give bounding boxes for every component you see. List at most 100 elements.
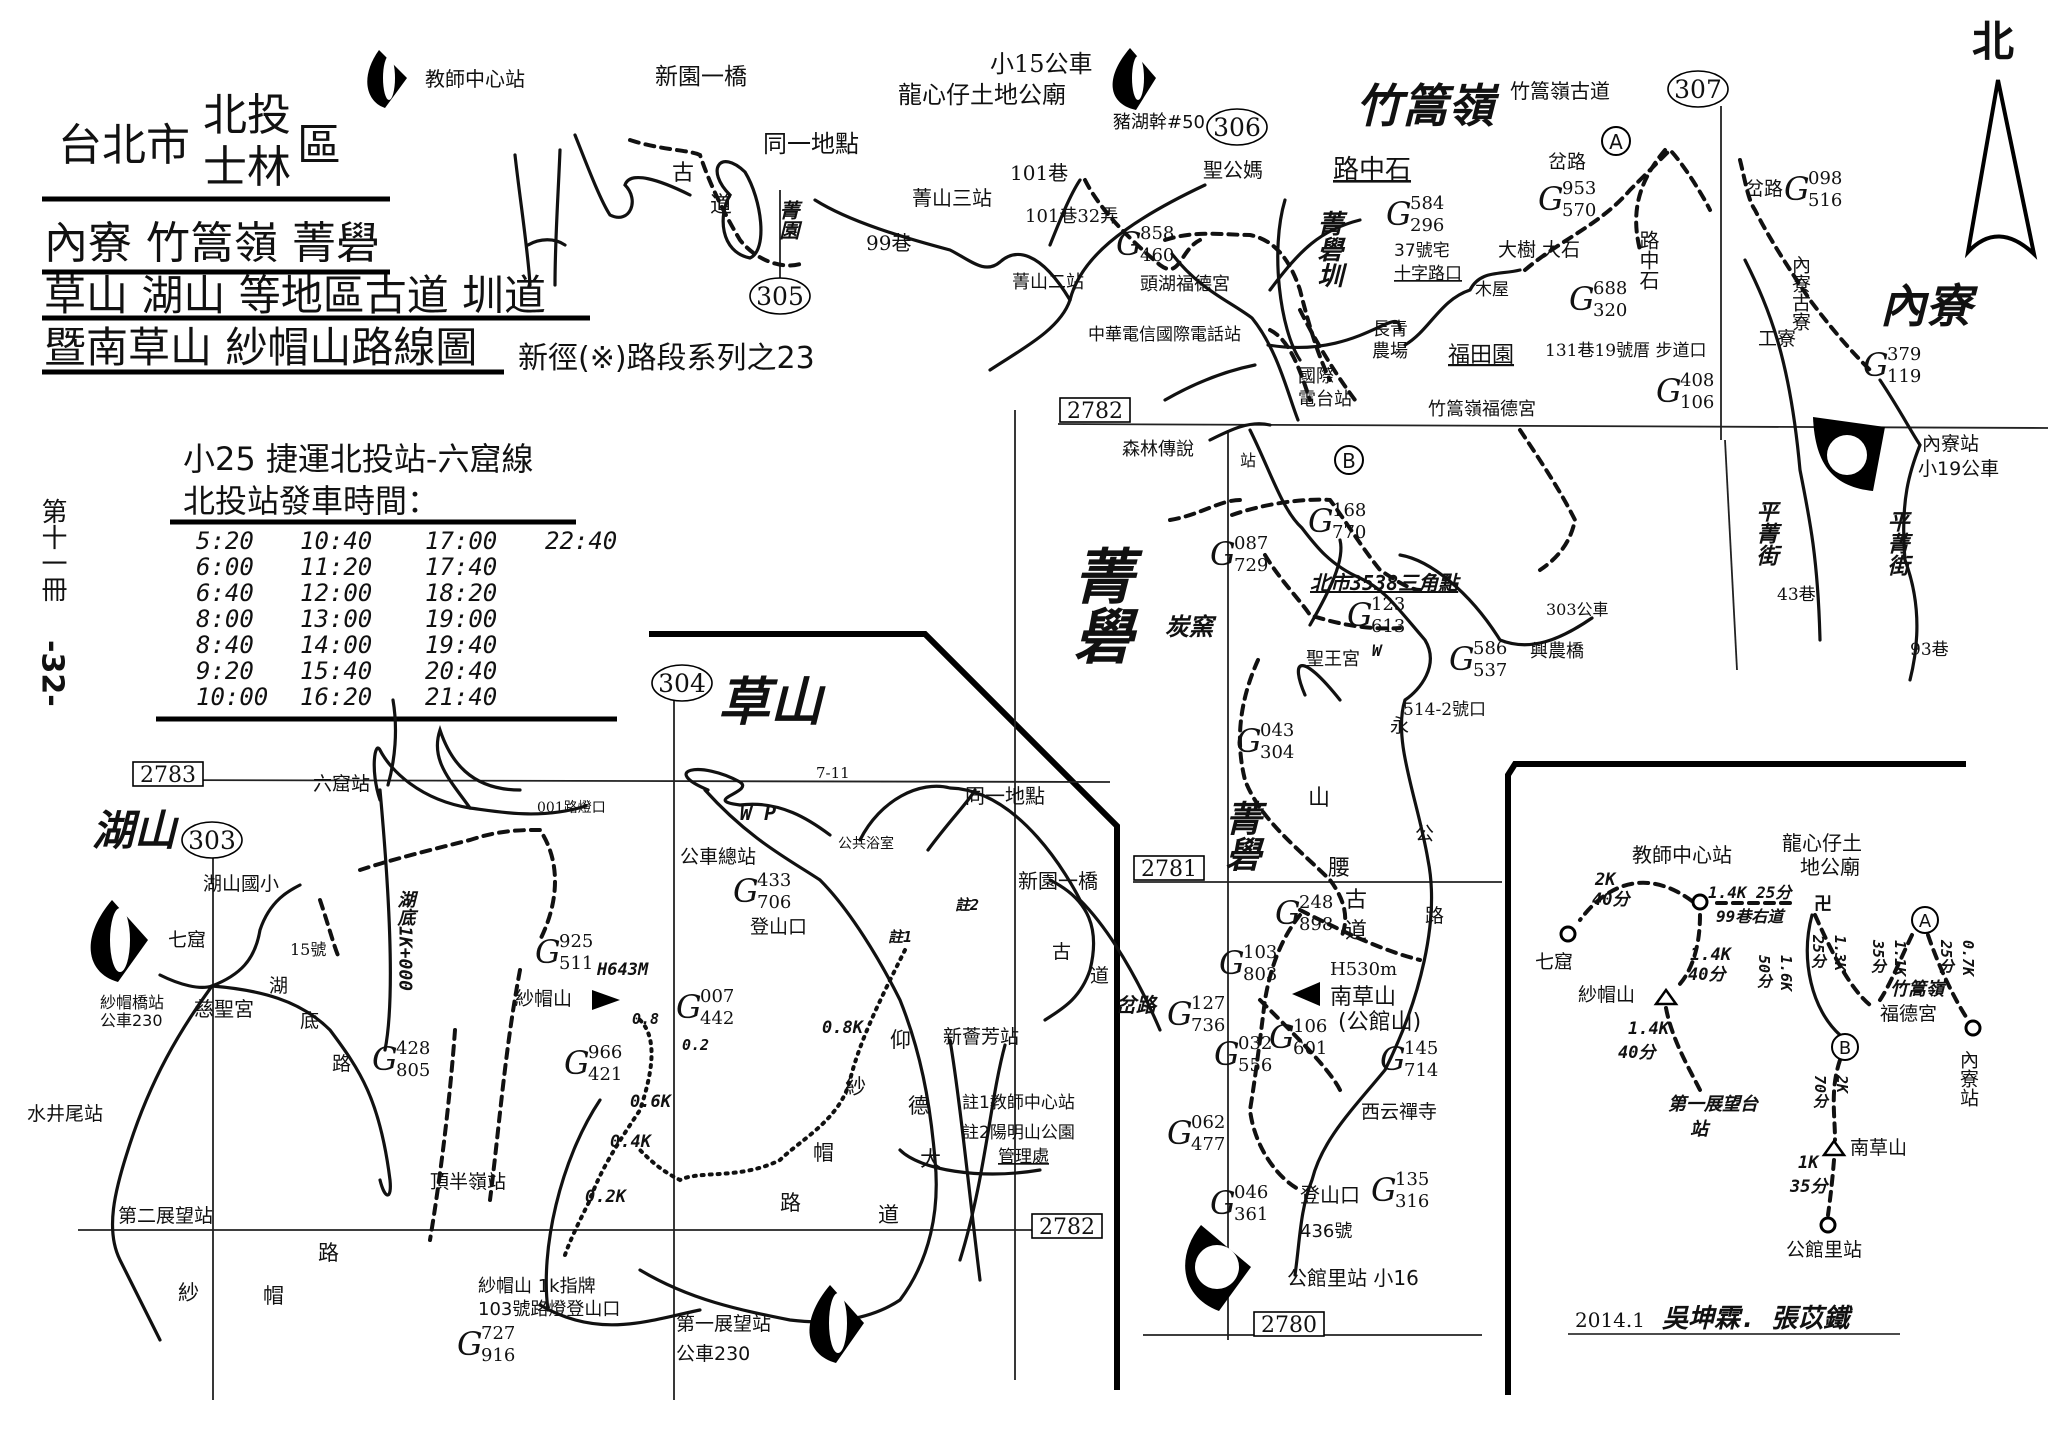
- peak-shamaoshan-icon: [592, 990, 620, 1010]
- route-number-badge: [1667, 70, 1729, 108]
- map-label-jingque-2: 菁礐: [1220, 800, 1261, 872]
- map-label-mao-1: 帽: [263, 1284, 284, 1308]
- map-label-lane43: 43巷: [1777, 585, 1816, 605]
- map-label-hudi-trail: 湖底1K+000: [395, 890, 417, 991]
- gps-north-value: 046: [1234, 1182, 1268, 1203]
- summary-label-gongguanli: 公館里站: [1786, 1239, 1862, 1261]
- map-label-note2b: 管理處: [998, 1147, 1049, 1167]
- map-label-lane99: 99巷: [866, 231, 911, 255]
- map-label-muwu: 木屋: [1475, 280, 1509, 300]
- map-label-jingque: 菁礐: [1063, 545, 1133, 665]
- gps-east-value: 320: [1593, 300, 1627, 321]
- north-label: 北: [1972, 17, 2014, 66]
- map-label-tanyao: 炭窯: [1165, 613, 1217, 641]
- map-label-zhu1: 註1: [888, 928, 912, 946]
- gps-g-icon: G: [1236, 722, 1262, 760]
- map-label-gong: 公: [1415, 823, 1434, 845]
- departure-time: 19:00: [425, 605, 497, 633]
- summary-marker-a-label: A: [1919, 911, 1932, 932]
- map-label-d06k: 0.6K: [630, 1092, 673, 1112]
- map-label-bus15: 小15公車: [990, 50, 1093, 78]
- map-label-zhuhuangling: 竹篙嶺: [1356, 79, 1500, 133]
- map-label-lu-3: 路: [318, 1241, 339, 1265]
- waypoint-marker-b: [1334, 445, 1364, 475]
- grid-number-box: [132, 761, 204, 787]
- gps-north-value: 858: [1140, 223, 1174, 244]
- bus-schedule: 小25 捷運北投站-六窟線 北投站發車時間： 5:206:006:408:008…: [156, 440, 617, 722]
- gps-north-value: 127: [1191, 993, 1225, 1014]
- gps-east-value: 736: [1191, 1015, 1225, 1036]
- map-label-di: 底: [300, 1010, 319, 1032]
- departure-time: 6:00: [196, 553, 254, 581]
- gps-g-icon: G: [1449, 640, 1475, 678]
- summary-peak-shamaoshan-icon: [1653, 987, 1679, 1006]
- map-label-lamp103: 103號路燈登山口: [478, 1299, 620, 1320]
- gps-north-value: 584: [1410, 193, 1444, 214]
- departure-time: 5:20: [196, 527, 254, 555]
- summary-label-longxin-2: 地公廟: [1800, 855, 1860, 879]
- credit-authors: 吳坤霖. 張苡鐵: [1662, 1304, 1853, 1334]
- map-label-shamaoshan: 紗帽山: [515, 988, 572, 1010]
- map-label-triangulation: 北市3538三角點: [1310, 571, 1461, 595]
- map-label-lu: 路: [1425, 905, 1444, 927]
- map-label-bigtree: 大樹 大石: [1498, 239, 1580, 261]
- gps-north-value: 123: [1371, 594, 1405, 615]
- gps-north-value: 106: [1293, 1016, 1327, 1037]
- gps-east-value: 556: [1238, 1055, 1272, 1076]
- title-district-1: 北投: [203, 90, 291, 141]
- map-label-dao-2: 道: [1345, 919, 1367, 944]
- map-label-lane93: 93巷: [1910, 640, 1949, 660]
- title-line-2: 草山 湖山 等地區古道 圳道: [44, 271, 546, 320]
- gps-north-value: 727: [481, 1323, 515, 1344]
- map-label-lu-2: 路: [332, 1053, 351, 1075]
- gps-east-value: 304: [1260, 742, 1294, 763]
- summary-label-seg-qiku-1: 40分: [1592, 890, 1631, 910]
- gps-g-icon: G: [1167, 1114, 1193, 1152]
- map-label-shengwang-temple: 聖王宮: [1306, 649, 1360, 670]
- summary-label-seg-qiku-0: 2K: [1594, 870, 1617, 890]
- map-label-futian: 福田園: [1448, 343, 1514, 368]
- gps-g-icon: G: [676, 988, 702, 1026]
- gps-g-icon: G: [1275, 894, 1301, 932]
- map-label-d08: 0.8: [632, 1010, 659, 1028]
- map-label-zhu2: 註2: [955, 896, 979, 914]
- gps-north-value: 007: [700, 986, 734, 1007]
- gps-east-value: 511: [559, 953, 593, 974]
- gps-east-value: 296: [1410, 215, 1444, 236]
- map-label-gu-2: 古: [1345, 888, 1367, 913]
- map-label-yong: 永: [1390, 715, 1409, 737]
- map-label-pingjing-93: 平菁街: [1884, 510, 1909, 576]
- summary-inset-frame: [1505, 761, 1966, 1395]
- gps-east-value: 706: [757, 892, 791, 913]
- map-label-sha-1: 紗: [178, 1281, 199, 1305]
- page-number: -32-: [35, 640, 70, 707]
- departure-time: 6:40: [196, 579, 254, 607]
- gps-north-value: 032: [1238, 1033, 1272, 1054]
- gps-east-value: 898: [1299, 914, 1333, 935]
- route-number-r307: 307: [1674, 75, 1722, 104]
- route-number-r303: 303: [188, 826, 236, 855]
- bus-stop-icon: [809, 1285, 864, 1363]
- map-label-yang: 仰: [890, 1028, 911, 1052]
- map-label-trailhead-2: 登山口: [750, 916, 807, 938]
- map-label-xinyuan-bridge-2: 新園一橋: [1018, 869, 1098, 893]
- grid-number-box: [1031, 1213, 1103, 1239]
- gps-g-icon: G: [1386, 195, 1412, 233]
- gps-g-icon: G: [733, 872, 759, 910]
- summary-label-nancaoshan: 南草山: [1850, 1137, 1907, 1159]
- gps-north-value: 925: [559, 931, 593, 952]
- summary-label-shamaoshan: 紗帽山: [1578, 984, 1635, 1006]
- map-label-cht-station: 中華電信國際電話站: [1088, 325, 1241, 345]
- map-label-sha-2: 紗: [845, 1075, 866, 1099]
- summary-label-seg-nancao-1: 70分: [1811, 1075, 1830, 1108]
- map-label-bus303: 303公車: [1546, 600, 1609, 619]
- grid-number-g2782b: 2782: [1039, 1215, 1095, 1240]
- grid-number-g2781: 2781: [1141, 857, 1197, 882]
- map-label-lane101: 101巷: [1010, 161, 1068, 185]
